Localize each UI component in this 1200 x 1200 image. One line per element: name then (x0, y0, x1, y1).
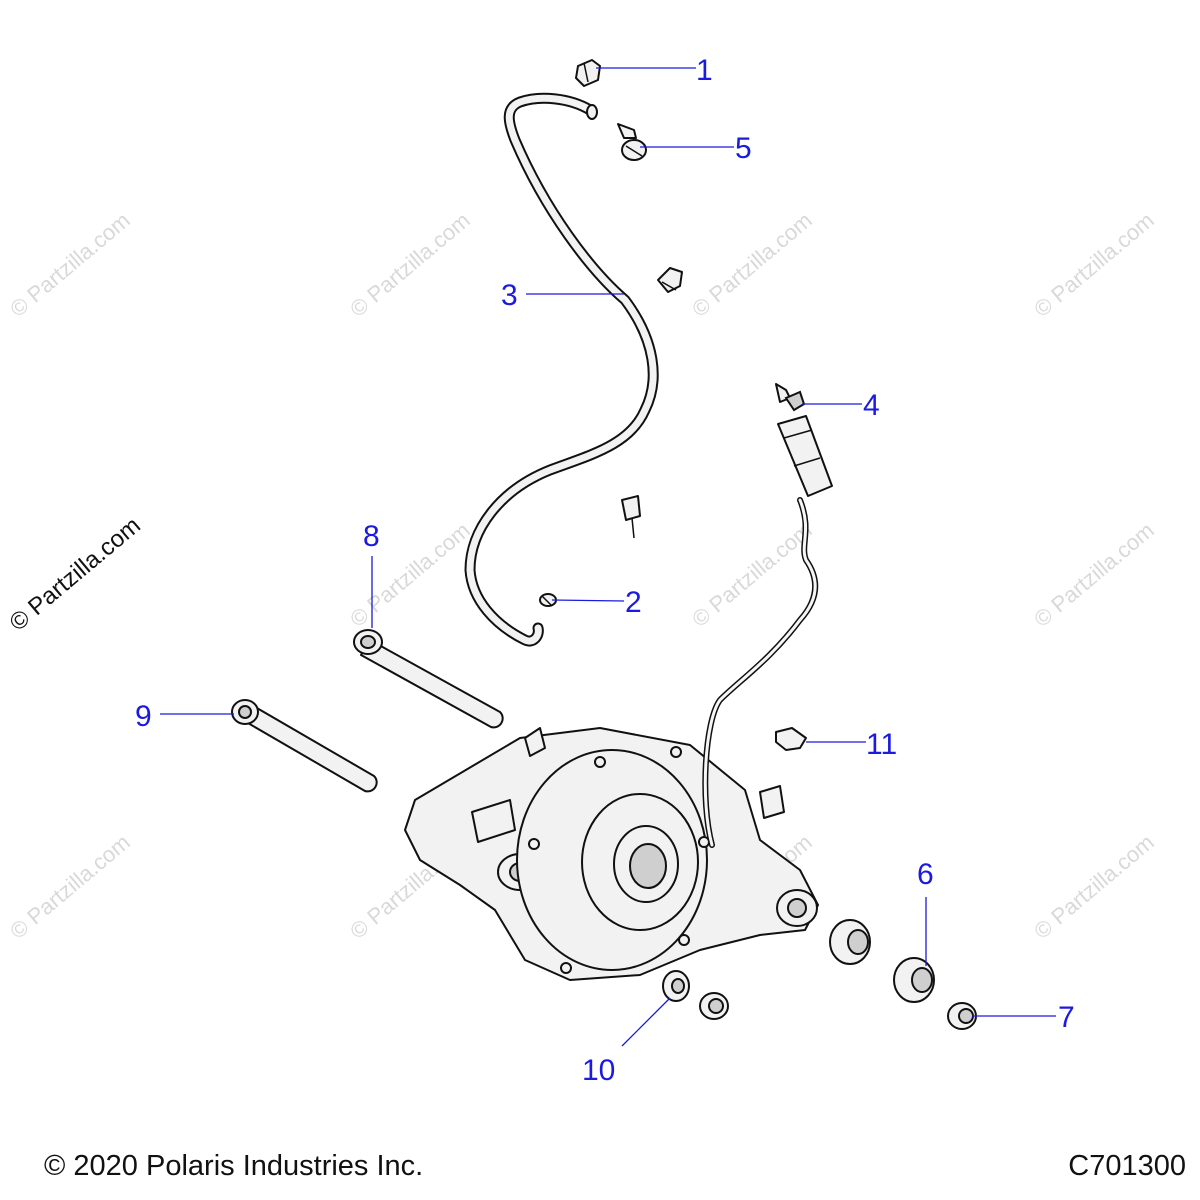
washer (662, 970, 690, 1002)
watermark: © Partzilla.com (687, 517, 817, 631)
callout-10: 10 (582, 1054, 615, 1087)
mounting-bolt (231, 699, 378, 793)
callout-7: 7 (1058, 1001, 1075, 1034)
watermark: © Partzilla.com (5, 207, 135, 321)
callout-numbers: 1 2 3 4 5 6 7 8 9 10 11 (135, 54, 1075, 1087)
watermark: © Partzilla.com (5, 829, 135, 943)
callout-5: 5 (735, 132, 752, 165)
diagram-code: C701300 (1068, 1150, 1186, 1182)
flange-nut-left (699, 992, 729, 1020)
callout-9: 9 (135, 700, 152, 733)
mounting-bolt-long (353, 629, 504, 729)
callout-8: 8 (363, 520, 380, 553)
watermark: © Partzilla.com (345, 207, 475, 321)
copyright-notice: © 2020 Polaris Industries Inc. (44, 1150, 424, 1182)
callout-6: 6 (917, 858, 934, 891)
hose-fitting (657, 267, 683, 293)
callout-4: 4 (863, 389, 880, 422)
connector-clip (617, 123, 647, 161)
sensor-connector (775, 727, 807, 751)
hose-clamp (539, 593, 557, 607)
watermark: © Partzilla.com (1029, 207, 1159, 321)
gearcase-housing (404, 727, 819, 981)
bushing-outer (893, 957, 935, 1003)
watermark: © Partzilla.com (1029, 517, 1159, 631)
push-clip (775, 383, 806, 412)
callout-2: 2 (625, 586, 642, 619)
wire-clip (621, 495, 641, 539)
watermark: © Partzilla.com (1029, 829, 1159, 943)
callout-1: 1 (696, 54, 713, 87)
leader-lines (160, 67, 1056, 1047)
sensor-harness (702, 415, 833, 848)
vent-fitting-cap (575, 59, 601, 87)
callout-11: 11 (866, 728, 897, 761)
callout-3: 3 (501, 279, 518, 312)
watermark: © Partzilla.com (687, 207, 817, 321)
bushing-inner (829, 919, 871, 965)
flange-nut (947, 1002, 977, 1030)
watermark-main: © Partzilla.com (5, 512, 146, 637)
vent-hose (464, 92, 659, 647)
